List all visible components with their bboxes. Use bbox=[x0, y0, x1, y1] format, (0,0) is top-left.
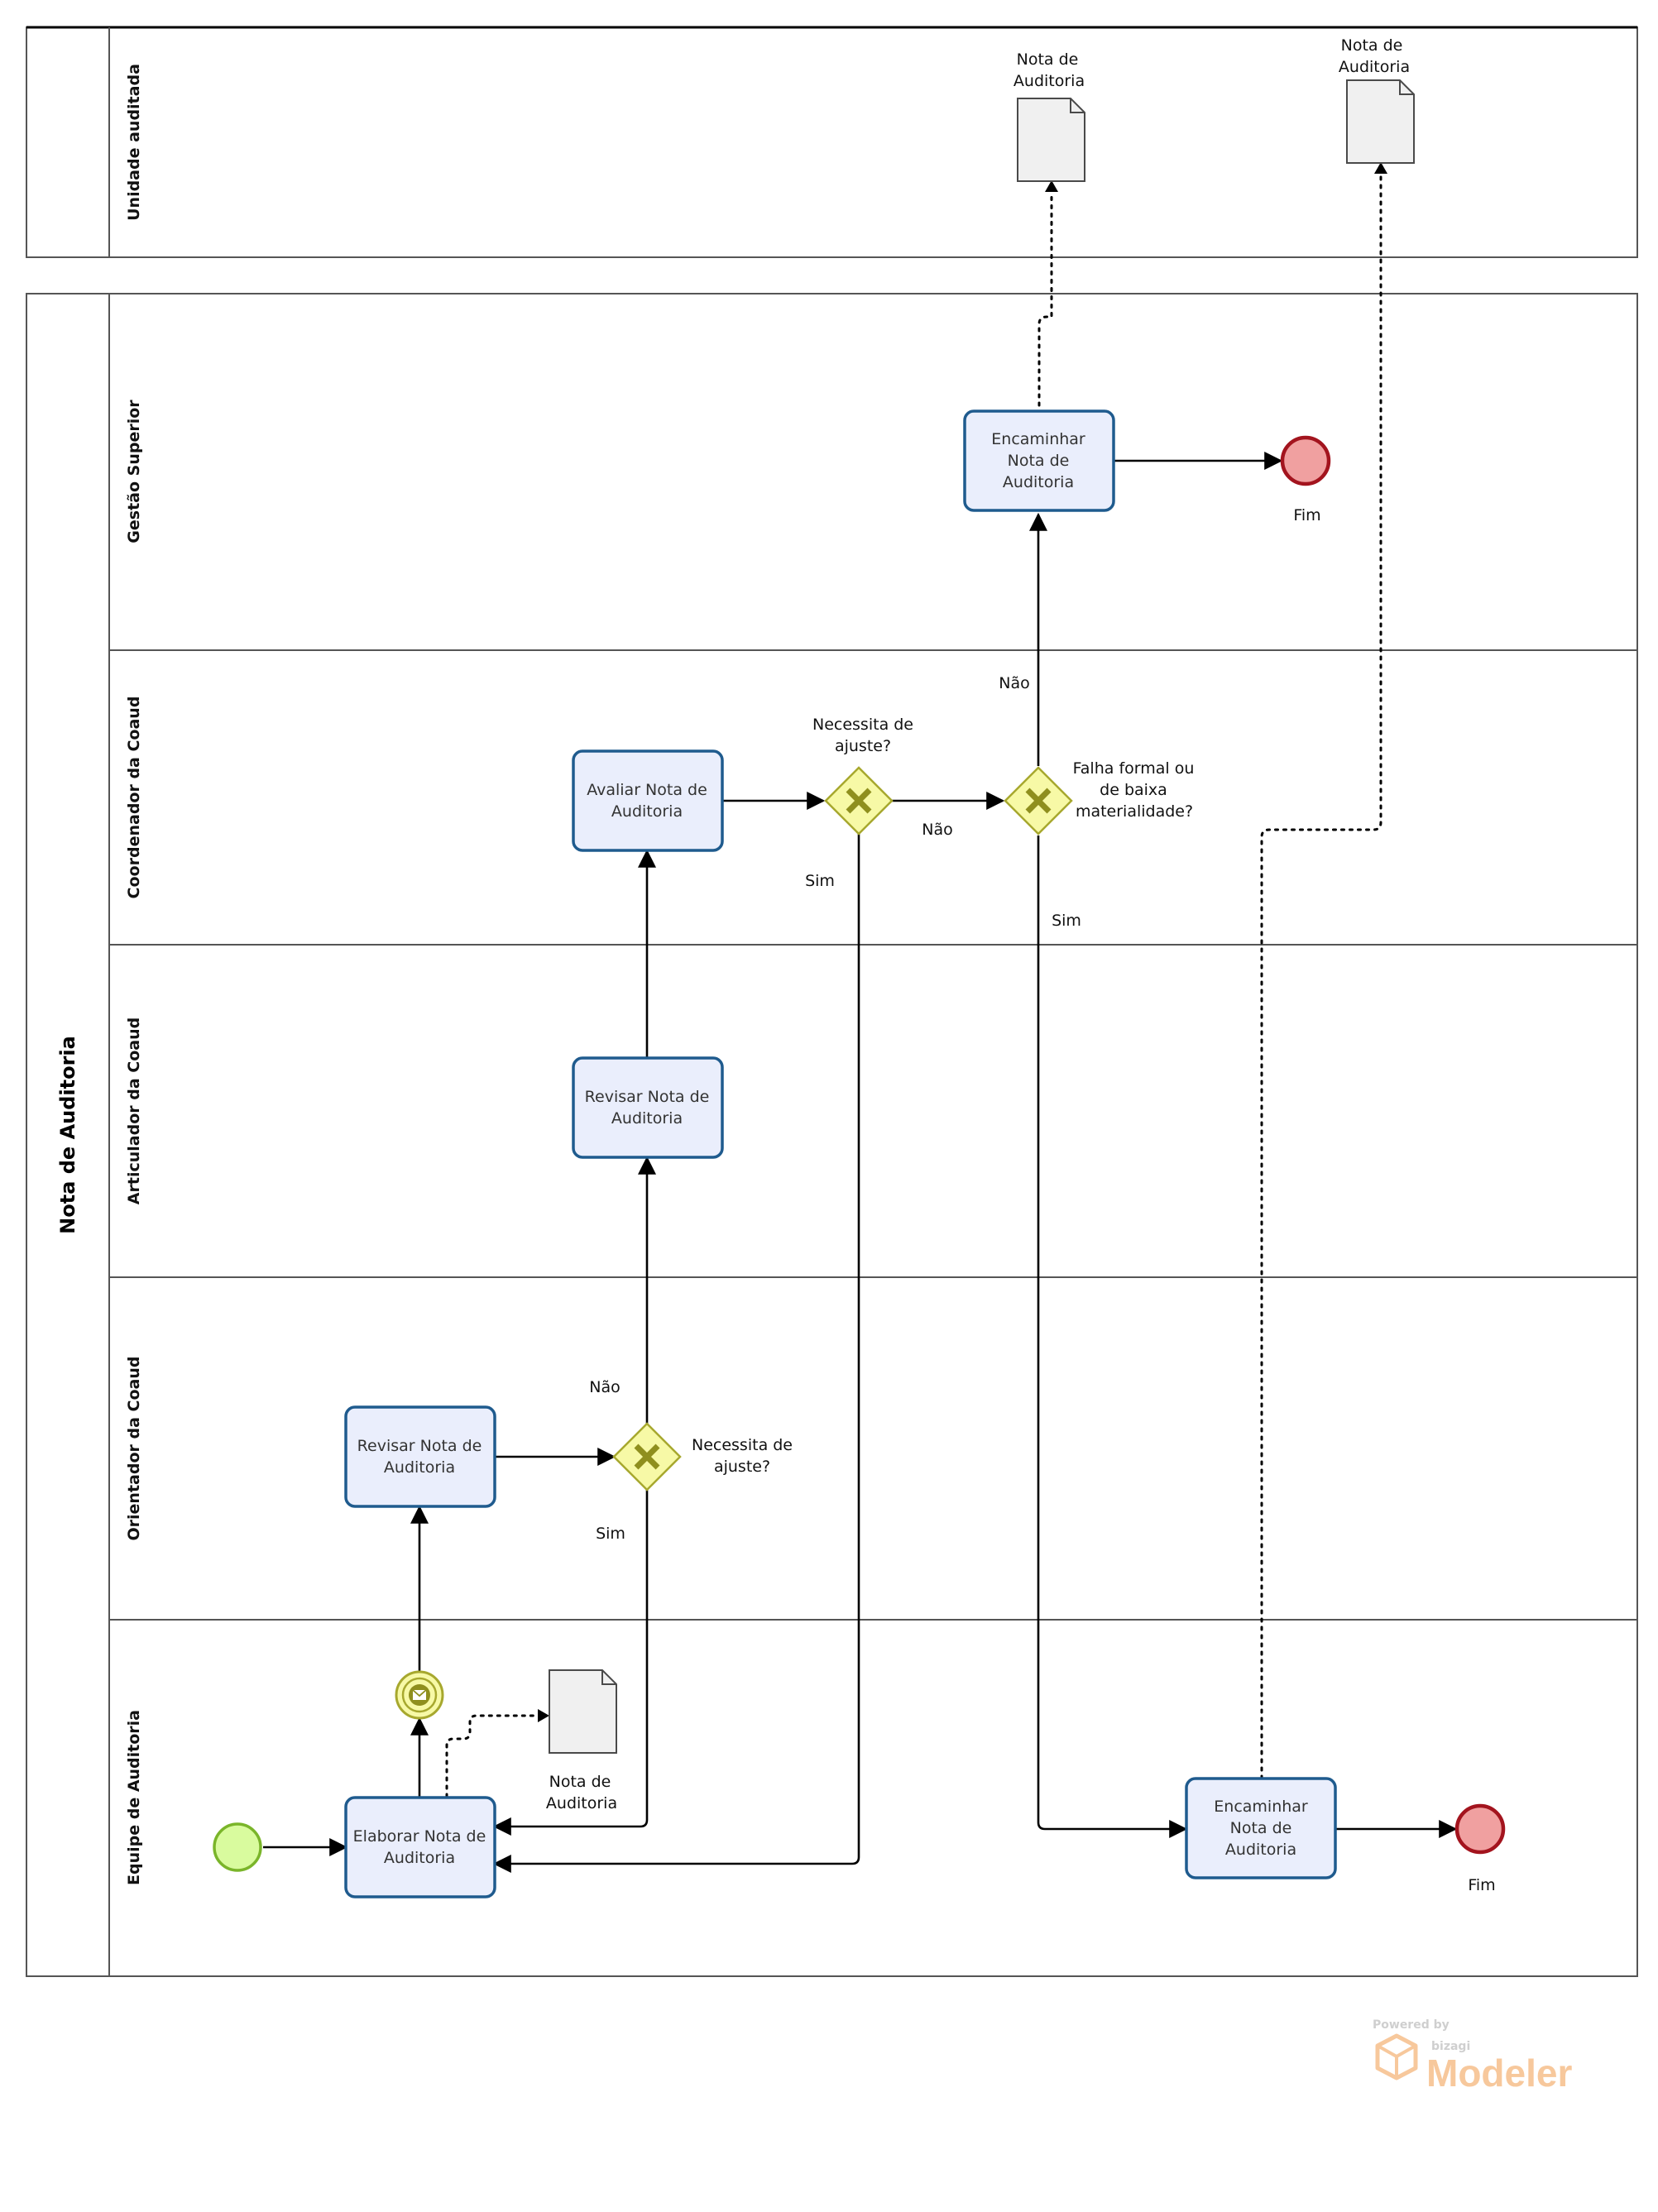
end-label: Fim bbox=[1293, 506, 1320, 524]
task-label-line: Auditoria bbox=[1225, 1841, 1296, 1859]
lane-title-gestao-superior: Gestão Superior bbox=[125, 400, 143, 543]
task-label-line: Auditoria bbox=[611, 1109, 683, 1128]
end-event-equipe[interactable] bbox=[1454, 1803, 1506, 1855]
task-encaminhar-gestao[interactable]: Encaminhar Nota de Auditoria bbox=[963, 409, 1115, 512]
document-label-line: Auditoria bbox=[546, 1794, 617, 1812]
document-equipe[interactable] bbox=[549, 1669, 617, 1754]
pool-unidade-auditada: Unidade auditada bbox=[26, 26, 1638, 258]
gateway-label-line: ajuste? bbox=[835, 737, 891, 755]
flow-label-nao: Não bbox=[589, 1378, 620, 1396]
document-label-line: Auditoria bbox=[1013, 72, 1085, 90]
flow-label-nao: Não bbox=[922, 821, 952, 839]
flow-label-sim: Sim bbox=[805, 872, 835, 890]
gateway-label-line: de baixa bbox=[1100, 781, 1167, 799]
flow-label-sim: Sim bbox=[1052, 912, 1081, 930]
task-label-line: Auditoria bbox=[384, 1458, 455, 1477]
task-encaminhar-equipe[interactable]: Encaminhar Nota de Auditoria bbox=[1185, 1777, 1337, 1879]
pool-title: Nota de Auditoria bbox=[56, 1036, 79, 1234]
task-revisar-articulador[interactable]: Revisar Nota de Auditoria bbox=[572, 1056, 724, 1159]
document-unidade-2[interactable] bbox=[1346, 79, 1415, 164]
flow-label-sim: Sim bbox=[596, 1525, 625, 1543]
task-label-line: Nota de bbox=[1230, 1819, 1292, 1837]
assoc-arrow-head bbox=[1374, 162, 1387, 174]
gateway-label-line: ajuste? bbox=[714, 1458, 770, 1476]
gateway-label-line: Necessita de bbox=[812, 716, 913, 734]
task-label-line: Auditoria bbox=[611, 802, 683, 821]
watermark-powered-text: Powered by bbox=[1373, 2018, 1450, 2032]
x-mark-icon bbox=[1025, 788, 1052, 814]
associations bbox=[445, 162, 1387, 1798]
document-label-line: Nota de bbox=[1017, 50, 1079, 69]
x-mark-icon bbox=[846, 788, 872, 814]
task-avaliar-nota[interactable]: Avaliar Nota de Auditoria bbox=[572, 749, 724, 852]
message-event[interactable] bbox=[395, 1670, 444, 1720]
labels: Nota de Auditoria Nota de Auditoria Nota… bbox=[546, 36, 1496, 1894]
assoc-encaminhar-gestao-to-doc bbox=[1037, 190, 1053, 440]
task-elaborar-nota[interactable]: Elaborar Nota de Auditoria bbox=[344, 1796, 496, 1898]
bizagi-logo-icon bbox=[1375, 2033, 1418, 2080]
assoc-arrow-head bbox=[538, 1709, 549, 1722]
task-label-line: Encaminhar bbox=[1214, 1798, 1308, 1816]
task-label-line: Auditoria bbox=[1003, 473, 1074, 491]
end-label: Fim bbox=[1468, 1876, 1495, 1894]
assoc-elaborar-to-doc bbox=[445, 1714, 538, 1798]
task-label-line: Encaminhar bbox=[991, 430, 1085, 448]
document-label-line: Nota de bbox=[549, 1773, 611, 1791]
watermark-brand-text: bizagi bbox=[1431, 2040, 1470, 2053]
sequence-flows bbox=[263, 452, 1458, 1873]
watermark-product-text: Modeler bbox=[1426, 2052, 1572, 2095]
envelope-icon bbox=[409, 1684, 430, 1706]
x-mark-icon bbox=[634, 1444, 660, 1470]
gateway-label-line: Necessita de bbox=[692, 1436, 793, 1454]
lane-title-orientador: Orientador da Coaud bbox=[125, 1357, 143, 1541]
end-event-gestao[interactable] bbox=[1280, 435, 1331, 486]
flow-label-nao: Não bbox=[999, 674, 1029, 692]
task-label-line: Revisar Nota de bbox=[357, 1437, 482, 1455]
assoc-arrow-head bbox=[1045, 180, 1058, 192]
document-label-line: Auditoria bbox=[1339, 58, 1410, 76]
lane-title-articulador: Articulador da Coaud bbox=[125, 1017, 143, 1204]
gateway-coordenador-falha[interactable] bbox=[1004, 766, 1073, 835]
lane-title-unidade-auditada: Unidade auditada bbox=[125, 64, 143, 221]
lane-title-coordenador: Coordenador da Coaud bbox=[125, 697, 143, 899]
document-unidade-1[interactable] bbox=[1017, 98, 1085, 182]
pool-nota-de-auditoria: Nota de Auditoria Gestão Superior Coorde… bbox=[26, 293, 1638, 1977]
document-label-line: Nota de bbox=[1341, 36, 1403, 55]
assoc-encaminhar-equipe-to-doc bbox=[1260, 172, 1382, 1780]
lane-title-equipe: Equipe de Auditoria bbox=[125, 1710, 143, 1885]
gateway-orientador[interactable] bbox=[612, 1422, 682, 1491]
task-label-line: Nota de bbox=[1008, 452, 1070, 470]
task-label-line: Auditoria bbox=[384, 1849, 455, 1867]
gateway-coordenador-ajuste[interactable] bbox=[824, 766, 894, 835]
task-label-line: Avaliar Nota de bbox=[587, 781, 707, 799]
task-label-line: Elaborar Nota de bbox=[353, 1827, 486, 1846]
gateway-label-line: materialidade? bbox=[1076, 802, 1193, 821]
flow-gateway2-sim bbox=[1037, 835, 1188, 1838]
task-revisar-orientador[interactable]: Revisar Nota de Auditoria bbox=[344, 1405, 496, 1508]
gateway-label-line: Falha formal ou bbox=[1073, 759, 1195, 778]
task-label-line: Revisar Nota de bbox=[585, 1088, 710, 1106]
flow-gateway-orientador-sim bbox=[492, 1490, 649, 1836]
flow-gateway1-sim bbox=[492, 834, 860, 1873]
bizagi-watermark: Powered by bizagi Modeler bbox=[1373, 2018, 1572, 2095]
start-event[interactable] bbox=[213, 1822, 262, 1872]
